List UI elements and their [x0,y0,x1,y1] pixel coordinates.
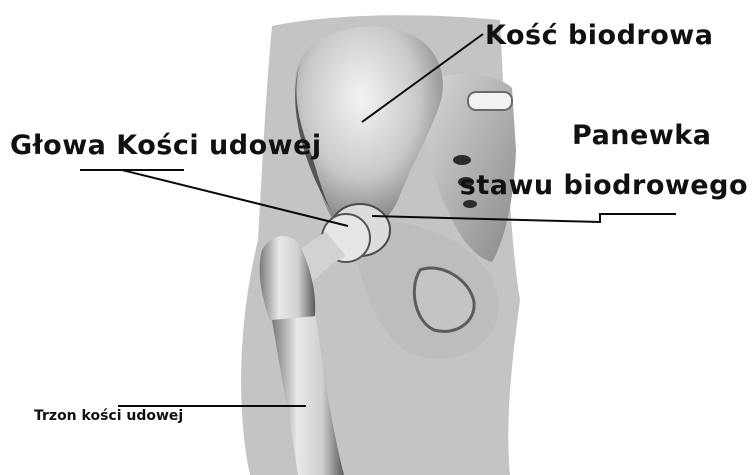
label-femoral-shaft: Trzon kości udowej [34,408,183,424]
vertebra-segment [468,92,512,110]
label-femoral-head: Głowa Kości udowej [10,130,322,161]
label-acetabulum-line2: stawu biodrowego [460,170,748,201]
sacral-foramen [453,155,471,165]
sacral-foramen [463,200,477,208]
label-acetabulum-line1: Panewka [572,120,711,151]
label-hip-bone: Kość biodrowa [485,20,713,51]
